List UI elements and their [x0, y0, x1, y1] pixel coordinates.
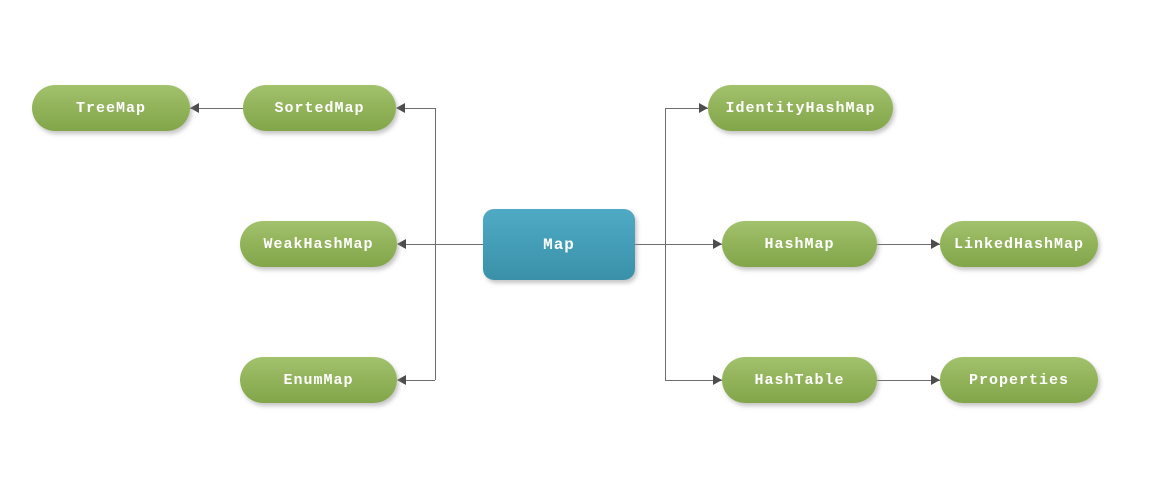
connector-branch-hashtable: [665, 380, 722, 381]
node-linkedhashmap: LinkedHashMap: [940, 221, 1098, 267]
arrowhead-into-identityhashmap: [699, 103, 708, 113]
connector-branch-sortedmap: [397, 108, 435, 109]
node-map: Map: [483, 209, 635, 280]
node-identityhashmap: IdentityHashMap: [708, 85, 893, 131]
connector-sortedmap-treemap: [190, 108, 243, 109]
connector-map-hashmap: [635, 244, 722, 245]
node-enummap: EnumMap: [240, 357, 397, 403]
node-treemap: TreeMap: [32, 85, 190, 131]
node-hashmap: HashMap: [722, 221, 877, 267]
node-sortedmap: SortedMap: [243, 85, 396, 131]
arrowhead-into-sortedmap: [396, 103, 405, 113]
connector-map-weakhashmap: [398, 244, 483, 245]
node-weakhashmap: WeakHashMap: [240, 221, 397, 267]
arrowhead-into-hashtable: [713, 375, 722, 385]
arrowhead-into-treemap: [190, 103, 199, 113]
connector-branch-enummap: [398, 380, 435, 381]
connector-hashmap-linkedhashmap: [877, 244, 940, 245]
node-hashtable: HashTable: [722, 357, 877, 403]
arrowhead-into-enummap: [397, 375, 406, 385]
arrowhead-into-weakhashmap: [397, 239, 406, 249]
connector-branch-identityhashmap: [665, 108, 708, 109]
connector-hashtable-properties: [877, 380, 940, 381]
node-properties: Properties: [940, 357, 1098, 403]
arrowhead-into-linkedhashmap: [931, 239, 940, 249]
arrowhead-into-hashmap: [713, 239, 722, 249]
arrowhead-into-properties: [931, 375, 940, 385]
